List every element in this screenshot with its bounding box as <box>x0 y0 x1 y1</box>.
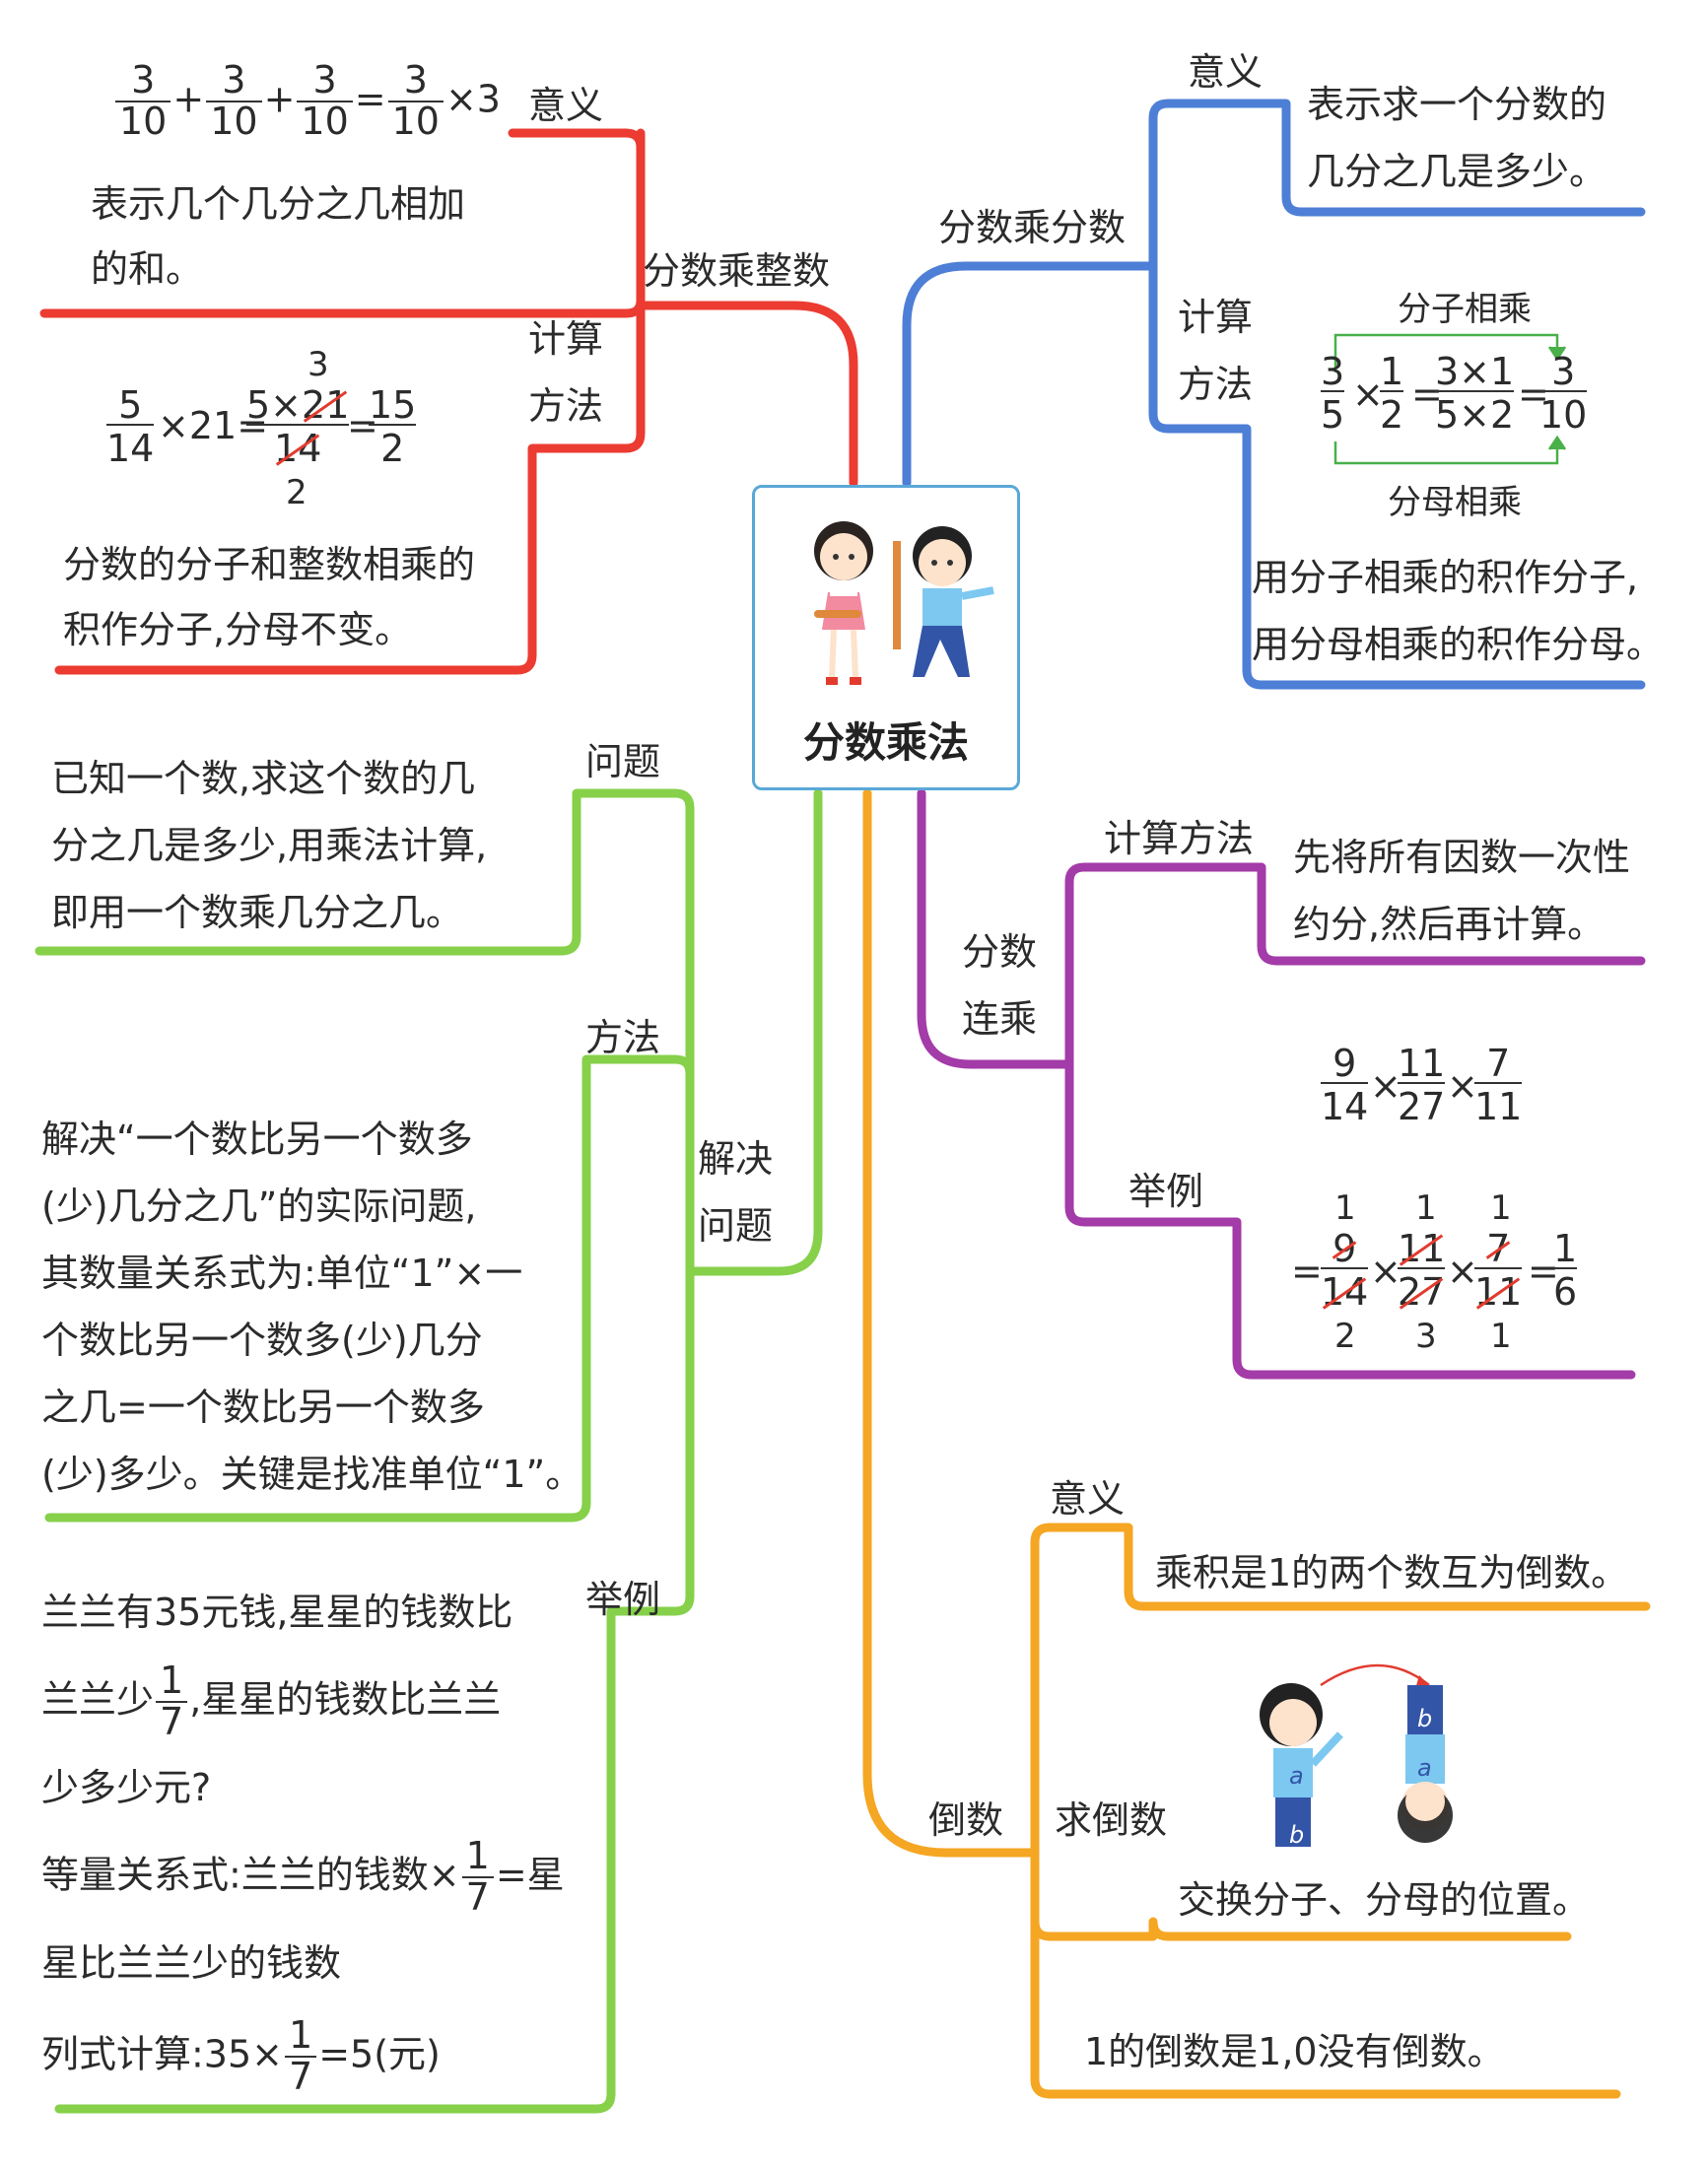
numerator-bracket <box>1333 333 1559 373</box>
label-recip-meaning: 意义 <box>1050 1477 1126 1521</box>
green-connector <box>685 788 823 1276</box>
ff-calc-text: 用分子相乘的积作分子, 用分母相乘的积作分母。 <box>1252 556 1665 666</box>
green-connector <box>34 788 695 1276</box>
fig-a-bottom: a <box>1417 1754 1432 1782</box>
green-connector <box>44 1054 695 1523</box>
label-meaning-ff: 意义 <box>1188 50 1264 94</box>
chain-b3: 1 <box>1490 1317 1512 1356</box>
label-find-reciprocal: 求倒数 <box>1055 1798 1168 1842</box>
chain-x4: × <box>1447 1250 1478 1293</box>
fig-b-bottom: b <box>1289 1821 1304 1849</box>
blue-connector <box>902 261 1158 488</box>
method-text: 解决“一个数比另一个数多 (少)几分之几”的实际问题, 其数量关系式为:单位“1… <box>41 1118 583 1496</box>
kids-illustration <box>814 521 994 685</box>
ff-eq1: = <box>1411 373 1443 416</box>
chain-b1: 2 <box>1334 1317 1356 1356</box>
label-problem: 问题 <box>585 740 661 783</box>
chain-t1: 1 <box>1334 1188 1356 1228</box>
green-connector <box>54 1266 695 2114</box>
fig-a-top: a <box>1289 1762 1304 1790</box>
example-line-5: 星比兰兰少的钱数 <box>41 1941 342 1985</box>
calc-frac-b: 5×21 14 <box>246 383 350 470</box>
chain-b2: 3 <box>1415 1317 1437 1356</box>
recip-note-text: 1的倒数是1,0没有倒数。 <box>1084 2030 1505 2073</box>
chain-x1: × <box>1370 1064 1401 1108</box>
orange-connector <box>862 788 1040 1858</box>
numerator-note: 分子相乘 <box>1398 290 1532 329</box>
denominator-note: 分母相乘 <box>1388 483 1522 522</box>
calc-eq: = <box>347 404 378 447</box>
denominator-bracket <box>1333 441 1559 465</box>
chain-t2: 1 <box>1415 1188 1437 1228</box>
chain-x2: × <box>1447 1064 1478 1108</box>
branch-frac-times-int: 分数乘整数 <box>643 249 831 293</box>
reciprocal-kids-illustration: a b b a <box>1260 1683 1453 1849</box>
calc-text: 分数的分子和整数相乘的 积作分子,分母不变。 <box>63 543 476 651</box>
chain-eq2: = <box>1528 1250 1559 1293</box>
branch-frac-times-frac: 分数乘分数 <box>938 206 1127 249</box>
label-chain-example: 举例 <box>1128 1170 1204 1213</box>
fig-b-top: b <box>1417 1705 1432 1732</box>
calc-cancel-bottom: 2 <box>286 473 307 512</box>
chain-x3: × <box>1370 1250 1401 1293</box>
purple-connector <box>917 788 1074 1069</box>
center-node: 分数乘法 <box>752 485 1020 790</box>
flip-arrow <box>1320 1663 1430 1687</box>
recip-find-text: 交换分子、分母的位置。 <box>1178 1878 1591 1922</box>
recip-meaning-text: 乘积是1的两个数互为倒数。 <box>1155 1551 1629 1594</box>
red-connector <box>54 301 646 675</box>
ff-calc-label: 计算 方法 <box>1178 296 1254 406</box>
orange-connector <box>1030 1523 1651 1858</box>
branch-solve-problems: 解决 问题 <box>698 1137 774 1248</box>
calc-mul: ×21= <box>158 404 269 447</box>
calc-cancel-top: 3 <box>307 345 329 384</box>
ff-x: × <box>1352 373 1384 416</box>
blue-connector <box>1148 99 1646 271</box>
ff-eq2: = <box>1518 373 1549 416</box>
label-example: 举例 <box>585 1578 661 1621</box>
example-line-3: 少多少元? <box>41 1766 212 1809</box>
blue-connector <box>1148 261 1646 690</box>
problem-text: 已知一个数,求这个数的几 分之几是多少,用乘法计算, 即用一个数乘几分之几。 <box>51 757 488 934</box>
purple-connector <box>1064 862 1646 1069</box>
label-meaning: 意义 <box>528 84 604 127</box>
red-connector <box>39 128 646 318</box>
center-title: 分数乘法 <box>802 718 969 767</box>
meaning-text: 表示几个几分之几相加 的和。 <box>91 182 466 291</box>
orange-connector <box>1030 1848 1621 2099</box>
example-line-1: 兰兰有35元钱,星星的钱数比 <box>41 1591 513 1634</box>
label-method: 方法 <box>585 1016 661 1059</box>
purple-connector <box>1064 1059 1636 1380</box>
red-connector <box>508 128 858 488</box>
chain-eq1: = <box>1291 1250 1323 1293</box>
ff-meaning-text: 表示求一个分数的 几分之几是多少。 <box>1307 83 1607 193</box>
chain-calc-text: 先将所有因数一次性 约分,然后再计算。 <box>1293 836 1631 946</box>
calc-label: 计算 方法 <box>528 317 604 428</box>
branch-continued-multiplication: 分数 连乘 <box>962 930 1038 1041</box>
branch-reciprocal: 倒数 <box>928 1798 1004 1842</box>
label-chain-calc: 计算方法 <box>1104 817 1255 860</box>
chain-t3: 1 <box>1490 1188 1512 1228</box>
